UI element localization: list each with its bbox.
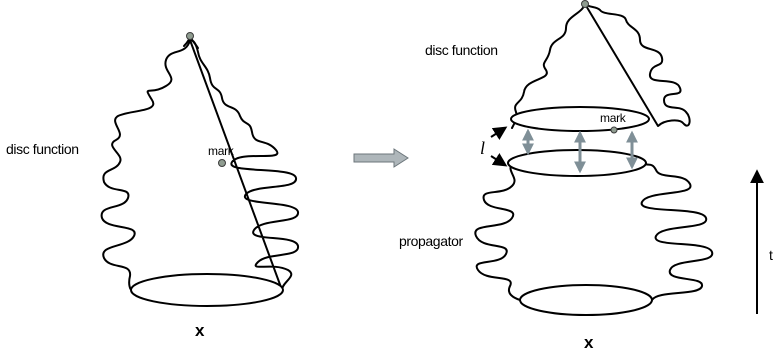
right-propagator-label: propagator [399,233,463,249]
left-surface-outline [100,39,299,291]
l-label: l [480,138,485,158]
right-lower-bottom-disc [519,284,653,316]
transition-arrow [353,148,409,168]
left-mark-dot [218,159,226,167]
right-x-label: x [584,333,594,352]
right-disc-function-label: disc function [425,42,498,58]
left-mark-label: mark [208,144,235,158]
right-top-dot [581,0,589,8]
right-upper-surface [510,0,691,134]
l-arrow-down [490,153,508,167]
right-upper-outline [511,3,691,129]
right-lower-surface [474,149,714,316]
time-axis-label: t [769,247,773,263]
right-mark-label: mark [600,111,627,125]
left-x-label: x [195,321,205,340]
left-top-dot [186,32,194,40]
right-mark-dot [610,126,618,134]
left-surface [100,32,299,307]
l-arrow-up [490,126,508,140]
left-bottom-disc [130,273,284,307]
right-lower-outline [474,162,714,301]
left-disc-function-label: disc function [6,141,79,157]
right-lower-top-disc [507,149,647,177]
right-upper-disc [510,106,650,132]
gap-arrows [522,128,638,174]
